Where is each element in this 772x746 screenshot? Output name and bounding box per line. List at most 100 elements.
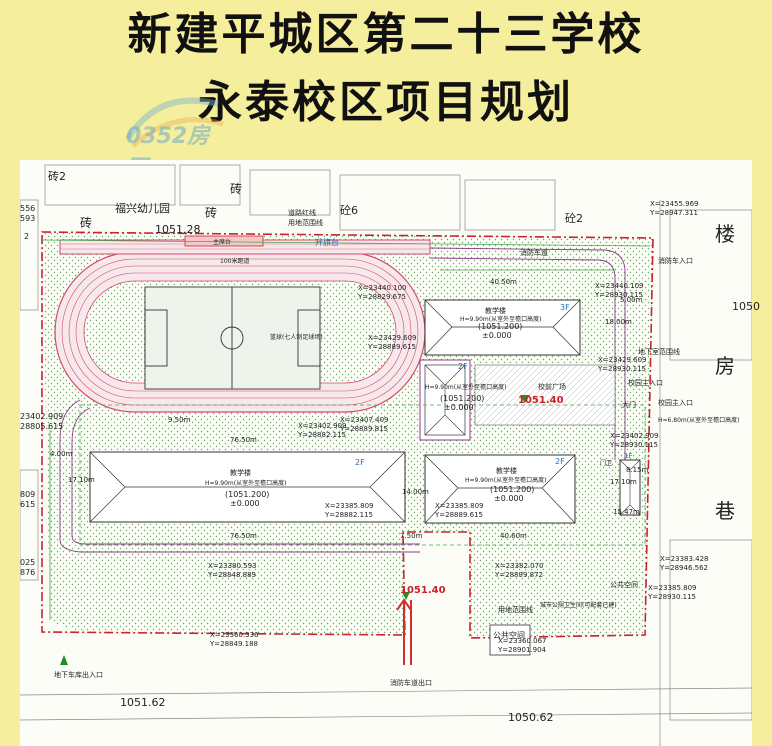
front-plaza (474, 364, 616, 426)
building-central (419, 359, 471, 441)
coord-5-y: Y=28930.115 (598, 365, 646, 373)
dim-8: 4.00m (50, 450, 73, 458)
soccer-field (144, 286, 321, 390)
building-central-zero: ±0.000 (444, 403, 474, 412)
label-underground-top: 地下室范围线 (638, 348, 680, 356)
elevation-entrance-mark: 1051.40 (400, 585, 446, 596)
coord-15-x: X=23360.336 (210, 631, 259, 639)
neighbor-brick-c: 砖 (205, 206, 218, 220)
label-public-space: 公共空间 (610, 581, 638, 589)
building-north-name: 教学楼 (485, 307, 506, 315)
coord-3-x: X=23440.109 (595, 282, 644, 290)
dim-1: 76.50m (230, 436, 257, 444)
dim-11: 15.47m (613, 508, 640, 516)
site-plan: 砖2 砖 砖 砖 福兴幼儿园 砼6 砼2 楼 房 巷 556 593 2 234… (20, 160, 760, 746)
left-number-2: 593 (20, 214, 36, 223)
page-subtitle: 永泰校区项目规划 (198, 77, 574, 128)
coord-16-y: Y=28901.904 (498, 646, 546, 654)
left-number-3: 2 (24, 232, 30, 241)
coord-10-x: X=23385.809 (435, 502, 484, 510)
elevation-right: 1050 (732, 300, 760, 313)
building-southwest-zero: ±0.000 (230, 499, 260, 508)
building-north-zero: ±0.000 (482, 331, 512, 340)
coord-4-y: Y=28889.615 (368, 343, 416, 351)
coord-14-x: X=23385.809 (648, 584, 697, 592)
underground-boundary (79, 404, 646, 546)
left-number-6: 809 (20, 490, 36, 499)
label-main-stage: 主席台 (213, 239, 232, 246)
dim-14: 17.10m (68, 476, 95, 484)
coord-5-x: X=23429.609 (598, 356, 647, 364)
building-southeast-note: H=9.90m(从室外至檐口高度) (465, 477, 547, 484)
building-east-small-floors: 1F (624, 452, 633, 460)
building-southeast-name: 教学楼 (496, 467, 517, 475)
label-toilet-note: 城市公厕卫生间(可配套已建) (540, 602, 617, 609)
elevation-plaza-mark: 1051.40 (518, 395, 564, 406)
coord-14-y: Y=28930.115 (648, 593, 696, 601)
coord-15-y: Y=28849.188 (210, 640, 258, 648)
label-fire-entrance: 消防车入口 (658, 257, 693, 265)
dim-9: 7.50m (400, 532, 423, 540)
coord-10-y: Y=28889.615 (435, 511, 483, 519)
left-number-8: 025 (20, 558, 36, 567)
label-land-line: 用地范围线 (498, 606, 533, 614)
elevation-top-left: 1051.28 (155, 223, 201, 236)
label-field: 篮球(七人制足球场) (270, 334, 323, 341)
label-fire-exit: 消防车道出口 (390, 679, 432, 687)
dim-5: 14.00m (402, 488, 429, 496)
dim-13: 9.50m (168, 416, 191, 424)
dim-4: 40.60m (500, 532, 527, 540)
green-lines (41, 239, 651, 620)
building-southwest (89, 451, 406, 523)
coord-6-y: Y=28889.815 (340, 425, 388, 433)
label-garage-entrance: 地下车库出入口 (54, 671, 103, 679)
main-stage (184, 235, 264, 247)
coord-9-y: Y=28882.115 (325, 511, 373, 519)
coord-7-x: X=23402.909 (298, 422, 347, 430)
building-southwest-floors: 2F (355, 458, 365, 467)
building-north-note: H=9.90m(从室外至檐口高度) (460, 316, 542, 323)
dim-2: 76.50m (230, 532, 257, 540)
coord-4-x: X=23429.609 (368, 334, 417, 342)
neighbor-concrete2: 砼2 (565, 212, 583, 225)
neighbor-brick-a: 砖 (230, 182, 243, 196)
label-flag-stage: 升旗台 (315, 238, 339, 247)
label-plaza: 校前广场 (538, 383, 566, 391)
page-title: 新建平城区第二十三学校 (127, 9, 645, 60)
left-number-1: 556 (20, 204, 36, 213)
coord-8-x: X=23402.909 (610, 432, 659, 440)
coord-3-y: Y=28930.115 (595, 291, 643, 299)
neighbor-house: 房 (715, 354, 735, 378)
coord-1-x: X=23455.969 (650, 200, 699, 208)
building-southeast-floors: 2F (555, 457, 565, 466)
building-southwest-note: H=9.90m(从室外至檐口高度) (205, 480, 287, 487)
left-number-7: 615 (20, 500, 36, 509)
neighbor-brick-top-left: 砖2 (48, 170, 66, 183)
site-plan-drawing (20, 164, 752, 746)
coord-12-y: Y=28899.872 (495, 571, 543, 579)
neighbor-buildings (20, 164, 752, 746)
building-central-note: H=9.90m(从室外至檐口高度) (425, 384, 507, 391)
label-gate: 大门 (622, 401, 636, 409)
coord-8-y: Y=28930.115 (610, 441, 658, 449)
dim-10: 5.00m (620, 296, 643, 304)
building-southwest-name: 教学楼 (230, 469, 251, 477)
dim-7: 17.10m (610, 478, 637, 486)
elevation-bottom-right: 1050.62 (508, 711, 554, 724)
entrance-arrows (60, 395, 530, 665)
dim-12: 8.15m (626, 466, 649, 474)
building-southwest-elev: (1051.200) (225, 490, 270, 499)
public-space-block (489, 624, 531, 656)
coord-1-y: Y=28947.311 (650, 209, 698, 217)
building-north-floors: 3F (560, 303, 570, 312)
coord-6-x: X=23407.409 (340, 416, 389, 424)
neighbor-lane: 巷 (715, 499, 735, 523)
coord-11-y: Y=28848.889 (208, 571, 256, 579)
watermark-logo: 0352房网 (118, 84, 228, 181)
label-public-space-box: 公共空间 (493, 631, 525, 640)
coord-13-x: X=23383.428 (660, 555, 709, 563)
label-red-line-lbl: 用地范围线 (288, 219, 323, 227)
label-campus-main-entrance: 校园主入口 (658, 399, 693, 407)
coord-12-x: X=23382.070 (495, 562, 544, 570)
label-red-line: 道路红线 (288, 209, 316, 217)
